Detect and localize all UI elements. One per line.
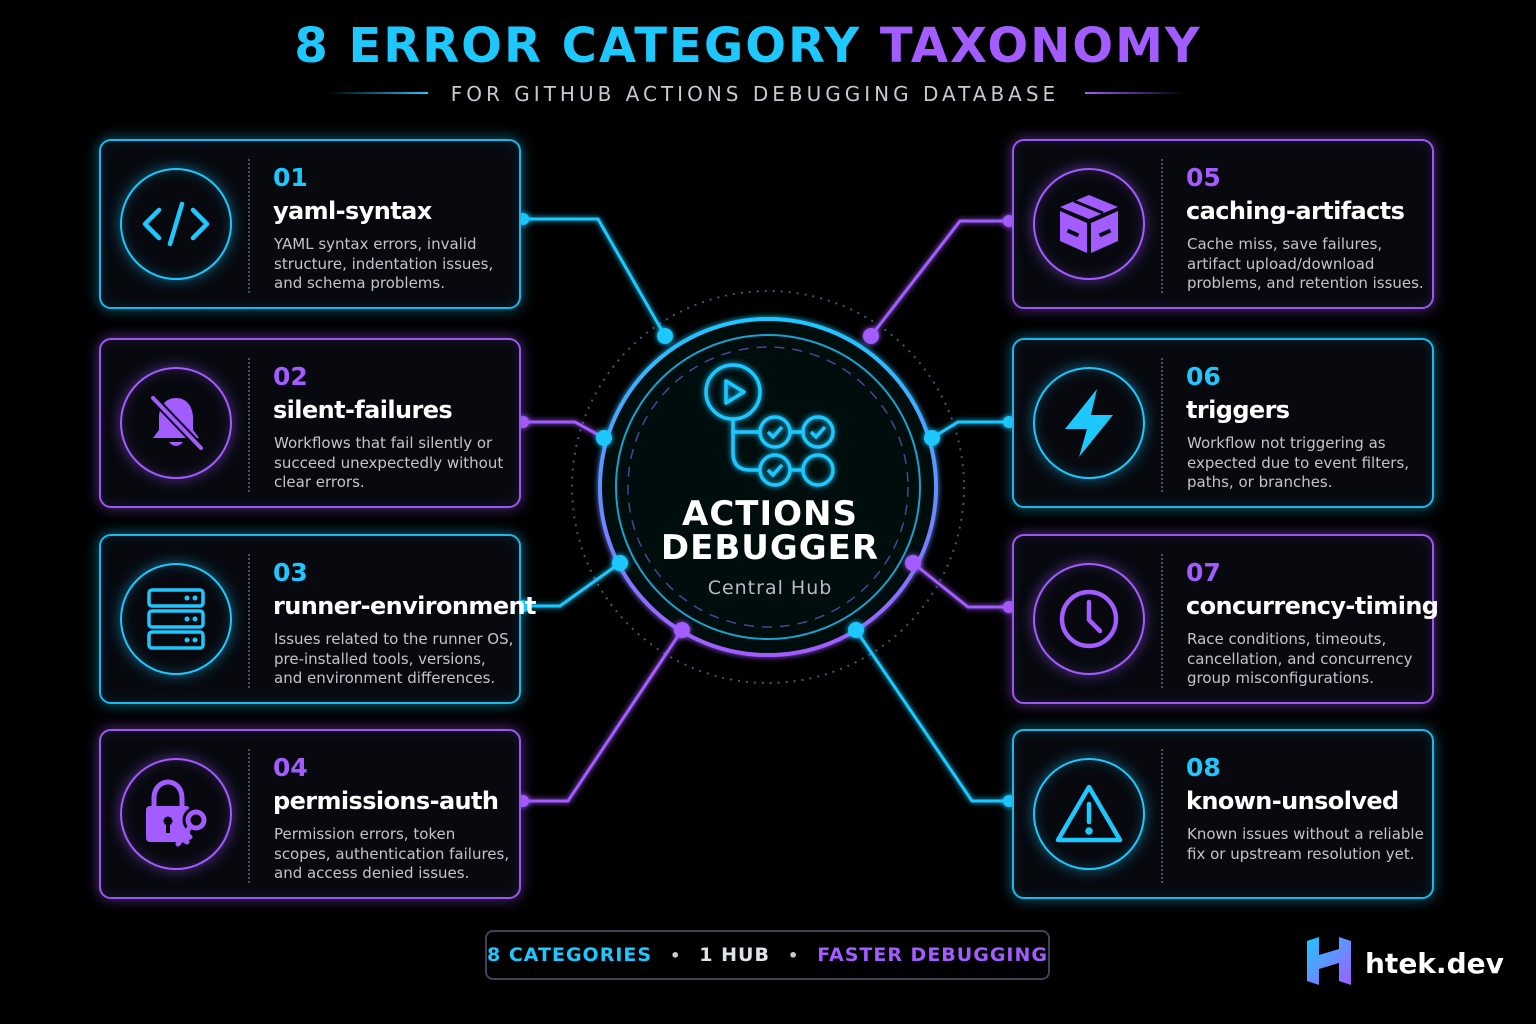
bell-off-icon [120, 367, 232, 479]
lock-key-icon [120, 758, 232, 870]
hub-title-line-1: ACTIONS [682, 494, 858, 534]
category-description: YAML syntax errors, invalid structure, i… [274, 235, 494, 292]
node-04-hub [674, 622, 690, 638]
category-name: concurrency-timing [1186, 592, 1439, 620]
category-name: silent-failures [273, 396, 453, 424]
category-card-known-unsolved[interactable]: 08 known-unsolved Known issues without a… [1012, 729, 1434, 899]
htek-logo-icon [1305, 935, 1353, 991]
category-card-concurrency-timing[interactable]: 07 concurrency-timing Race conditions, t… [1012, 534, 1439, 704]
page-title: 8 ERROR CATEGORY TAXONOMY [0, 18, 1496, 74]
category-number: 08 [1186, 753, 1221, 782]
category-name: known-unsolved [1186, 787, 1399, 815]
card-divider [1161, 554, 1163, 688]
hub-subtitle: Central Hub [707, 577, 833, 599]
category-name: triggers [1186, 396, 1290, 424]
category-card-silent-failures[interactable]: 02 silent-failures Workflows that fail s… [99, 338, 521, 508]
wire-06 [931, 420, 1009, 440]
node-05-hub [863, 328, 879, 344]
node-02-hub [596, 430, 612, 446]
category-name: caching-artifacts [1186, 197, 1405, 225]
card-divider [248, 358, 250, 492]
lightning-icon [1033, 367, 1145, 479]
category-description: Workflow not triggering as expected due … [1187, 434, 1410, 491]
card-divider [248, 159, 250, 293]
hub-title-line-2: DEBUGGER [660, 528, 880, 568]
hub-ring-inner [615, 334, 921, 640]
workflow-icon [704, 363, 835, 487]
category-number: 04 [273, 753, 308, 782]
category-number: 01 [273, 163, 308, 192]
node-06-hub [924, 430, 940, 446]
title-part-2: TAXONOMY [879, 18, 1202, 74]
category-number: 06 [1186, 362, 1221, 391]
category-description: Workflows that fail silently or succeed … [274, 434, 504, 491]
category-description: Known issues without a reliable fix or u… [1187, 825, 1424, 863]
footer-summary: 8 CATEGORIES • 1 HUB • FASTER DEBUGGING [485, 930, 1050, 980]
category-name: permissions-auth [273, 787, 499, 815]
wire-07 [912, 561, 1009, 609]
hub-ring-dashed [627, 346, 909, 628]
page-subtitle: FOR GITHUB ACTIONS DEBUGGING DATABASE [450, 82, 1060, 106]
category-number: 03 [273, 558, 308, 587]
wire-04 [523, 629, 684, 803]
footer-separator: • [670, 945, 682, 965]
node-01-hub [657, 328, 673, 344]
warning-icon [1033, 758, 1145, 870]
node-03-hub [612, 555, 628, 571]
category-number: 02 [273, 362, 308, 391]
category-name: yaml-syntax [273, 197, 432, 225]
footer-categories: 8 CATEGORIES [487, 944, 653, 966]
category-number: 05 [1186, 163, 1221, 192]
wire-03 [523, 561, 621, 608]
category-card-permissions-auth[interactable]: 04 permissions-auth Permission errors, t… [99, 729, 521, 899]
hub-ring-outer [598, 317, 938, 657]
clock-icon [1033, 563, 1145, 675]
category-number: 07 [1186, 558, 1221, 587]
card-divider [1161, 159, 1163, 293]
server-icon [120, 563, 232, 675]
category-description: Cache miss, save failures, artifact uplo… [1187, 235, 1424, 292]
subtitle-line-right [1085, 92, 1185, 94]
category-card-caching-artifacts[interactable]: 05 caching-artifacts Cache miss, save fa… [1012, 139, 1434, 309]
category-card-yaml-syntax[interactable]: 01 yaml-syntax YAML syntax errors, inval… [99, 139, 521, 309]
card-divider [248, 554, 250, 688]
footer-separator: • [787, 945, 800, 965]
hub-outer-dotted-ring [571, 290, 965, 684]
node-08-hub [848, 622, 864, 638]
category-card-triggers[interactable]: 06 triggers Workflow not triggering as e… [1012, 338, 1434, 508]
code-icon [120, 168, 232, 280]
title-part-1: 8 ERROR CATEGORY [294, 18, 862, 74]
wire-05 [869, 219, 1009, 337]
card-divider [1161, 358, 1163, 492]
wire-01 [523, 217, 667, 337]
card-divider [248, 749, 250, 883]
category-description: Issues related to the runner OS, pre-ins… [274, 630, 514, 687]
subtitle-line-left [328, 92, 428, 94]
brand-name: htek.dev [1365, 946, 1504, 980]
wire-02 [523, 420, 605, 440]
card-divider [1161, 749, 1163, 883]
wire-08 [854, 629, 1009, 803]
footer-faster-debugging: FASTER DEBUGGING [817, 944, 1048, 966]
category-name: runner-environment [273, 592, 536, 620]
category-description: Permission errors, token scopes, authent… [274, 825, 510, 882]
node-07-hub [905, 555, 921, 571]
package-icon [1033, 168, 1145, 280]
category-description: Race conditions, timeouts, cancellation,… [1187, 630, 1413, 687]
brand: htek.dev [1305, 935, 1504, 991]
category-card-runner-environment[interactable]: 03 runner-environment Issues related to … [99, 534, 536, 704]
footer-hub: 1 HUB [699, 944, 770, 966]
